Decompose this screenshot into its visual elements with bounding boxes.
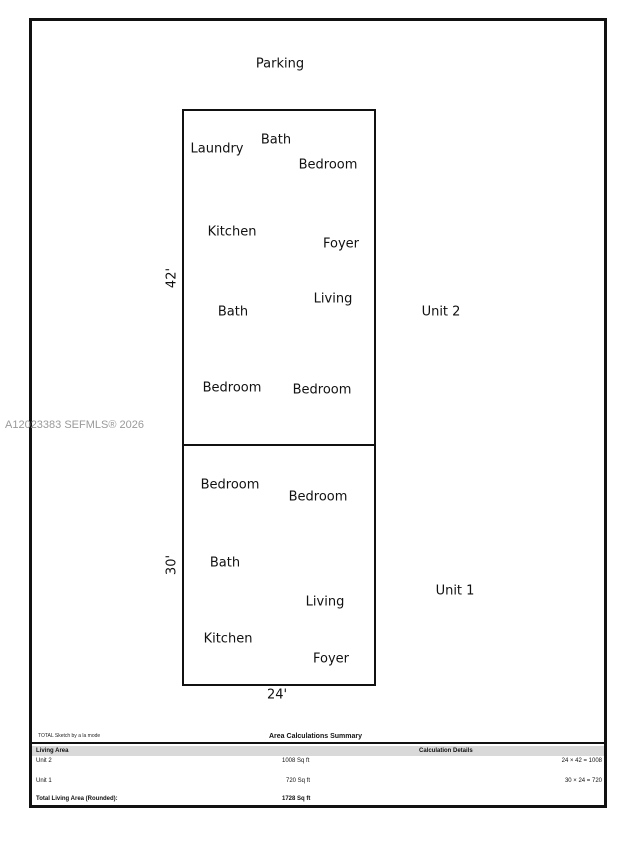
unit1-label: Unit 1 [435,583,475,599]
area-summary-table: Living Area Calculation Details Unit 2 1… [32,742,604,807]
summary-title: Area Calculations Summary [269,733,362,740]
row-unit1-name: Unit 1 [36,778,52,784]
unit1-room-bedroom-right: Bedroom [288,489,348,505]
unit1-bottom-dimension: 24' [266,687,288,703]
row-unit2-area: 1008 Sq ft [282,758,310,764]
sketch-frame [29,18,607,808]
unit1-outline [182,444,376,686]
unit1-room-bedroom-left: Bedroom [200,477,260,493]
total-living-area-label: Total Living Area (Rounded): [36,796,118,802]
header-calculation-details: Calculation Details [419,748,473,754]
unit2-room-bedroom-right: Bedroom [292,382,352,398]
unit2-room-bedroom-left: Bedroom [202,380,262,396]
unit2-room-living: Living [313,291,353,307]
unit2-room-bath-upper: Bath [260,132,292,148]
row-unit2-calc: 24 × 42 = 1008 [561,758,602,764]
unit1-room-bath: Bath [209,555,241,571]
unit1-side-dimension: 30' [164,554,180,576]
unit1-room-living: Living [305,594,345,610]
unit2-room-laundry: Laundry [190,141,244,157]
row-unit1-calc: 30 × 24 = 720 [564,778,602,784]
unit1-room-foyer: Foyer [312,651,350,667]
unit2-room-bath-lower: Bath [217,304,249,320]
unit2-room-kitchen: Kitchen [207,224,257,240]
mls-watermark: A12023383 SEFMLS® 2026 [5,419,144,431]
unit1-room-kitchen: Kitchen [203,631,253,647]
unit2-label: Unit 2 [421,304,461,320]
row-unit2-name: Unit 2 [36,758,52,764]
sketch-credit: TOTAL Sketch by a la mode [38,733,101,739]
parking-label: Parking [255,56,305,72]
unit2-room-foyer: Foyer [322,236,360,252]
total-living-area-value: 1728 Sq ft [282,796,311,802]
unit2-room-bedroom-upper: Bedroom [298,157,358,173]
unit2-side-dimension: 42' [164,267,180,289]
header-living-area: Living Area [36,748,69,754]
summary-header-row [32,746,604,756]
row-unit1-area: 720 Sq ft [286,778,311,784]
